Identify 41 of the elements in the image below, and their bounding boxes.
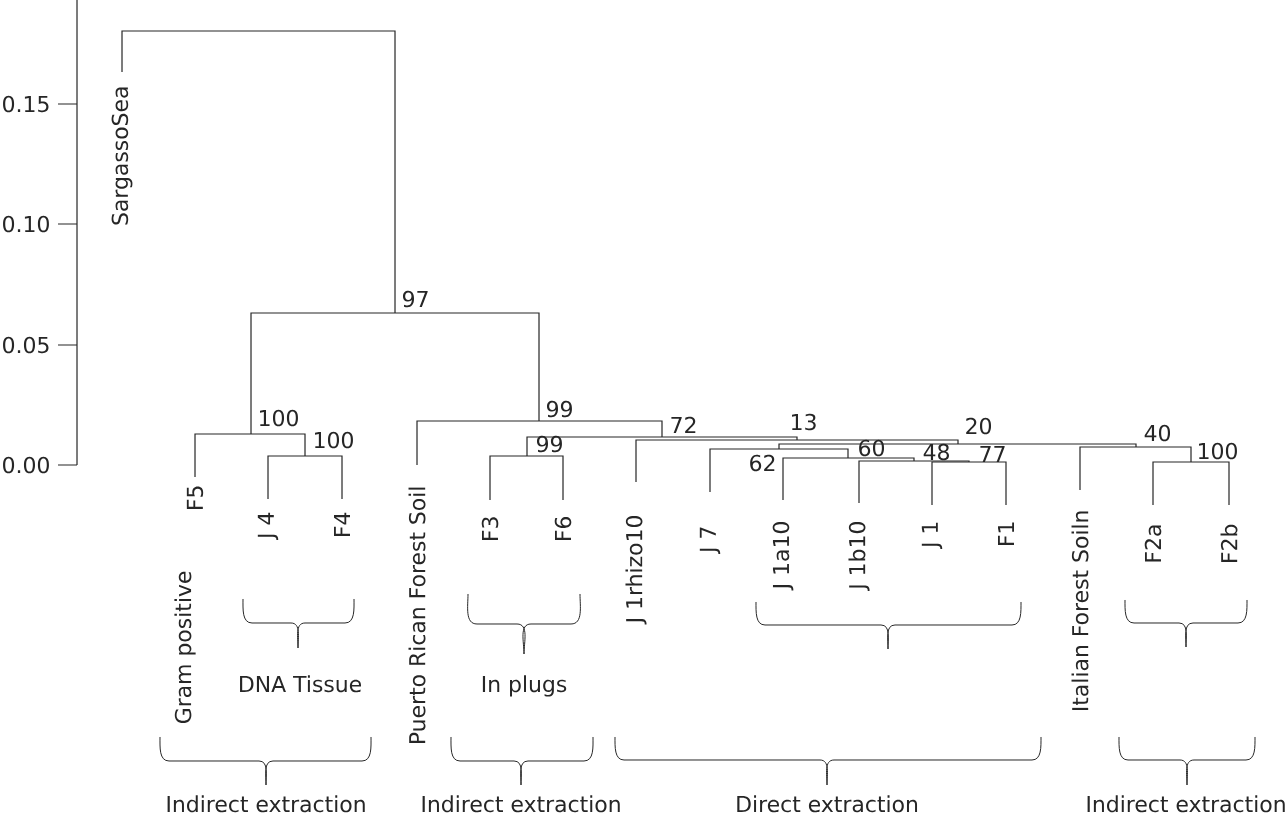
leaf-label: Puerto Rican Forest Soil [408, 487, 426, 743]
bootstrap-value: 62 [750, 454, 775, 472]
tick-label: 0.05 [3, 336, 49, 354]
tick-label: 0.10 [3, 215, 49, 233]
group-label: DNA Tissue [240, 675, 361, 693]
leaf-label: J 7 [699, 527, 721, 555]
bootstrap-value: 99 [547, 400, 572, 418]
bootstrap-value: 77 [980, 446, 1005, 462]
bootstrap-value: 99 [537, 435, 562, 453]
leaf-label: F2b [1220, 524, 1238, 562]
tick-label: 0.15 [3, 95, 49, 113]
leaf-label: F3 [481, 517, 499, 540]
bootstrap-value: 100 [260, 409, 298, 427]
bootstrap-value: 100 [315, 431, 353, 449]
group-label: In plugs [482, 675, 567, 697]
leaf-label: J 4 [257, 512, 279, 541]
leaf-label: J 1b10 [848, 522, 870, 591]
leaf-label: F2a [1144, 525, 1162, 562]
leaf-label: SargassoSea [111, 87, 133, 225]
bootstrap-value: 60 [859, 439, 885, 457]
group-label: Indirect extraction [167, 795, 365, 813]
bootstrap-value: 40 [1144, 424, 1171, 442]
leaf-label: Italian Forest Soiln [1071, 511, 1089, 710]
bootstrap-value: 97 [403, 290, 428, 308]
leaf-label: J 1a10 [772, 522, 794, 591]
leaf-label: F4 [334, 512, 350, 536]
leaf-label: J 1 [921, 522, 943, 550]
group-label: Gram positive [174, 571, 196, 724]
group-label: Indirect extraction [422, 795, 620, 813]
tick-label: 0.00 [3, 456, 49, 474]
group-label: Direct extraction [737, 795, 918, 813]
leaf-label: J 1rhizo10 [625, 516, 647, 625]
bootstrap-value: 100 [1199, 442, 1237, 460]
bootstrap-value: 48 [923, 443, 949, 461]
leaf-label: F1 [998, 522, 1014, 545]
bootstrap-value: 20 [966, 417, 992, 435]
bootstrap-value: 13 [792, 413, 816, 431]
group-label: Indirect extraction [1087, 795, 1285, 813]
bootstrap-value: 72 [671, 416, 696, 433]
leaf-label: F5 [186, 486, 204, 509]
leaf-label: F6 [554, 517, 572, 540]
